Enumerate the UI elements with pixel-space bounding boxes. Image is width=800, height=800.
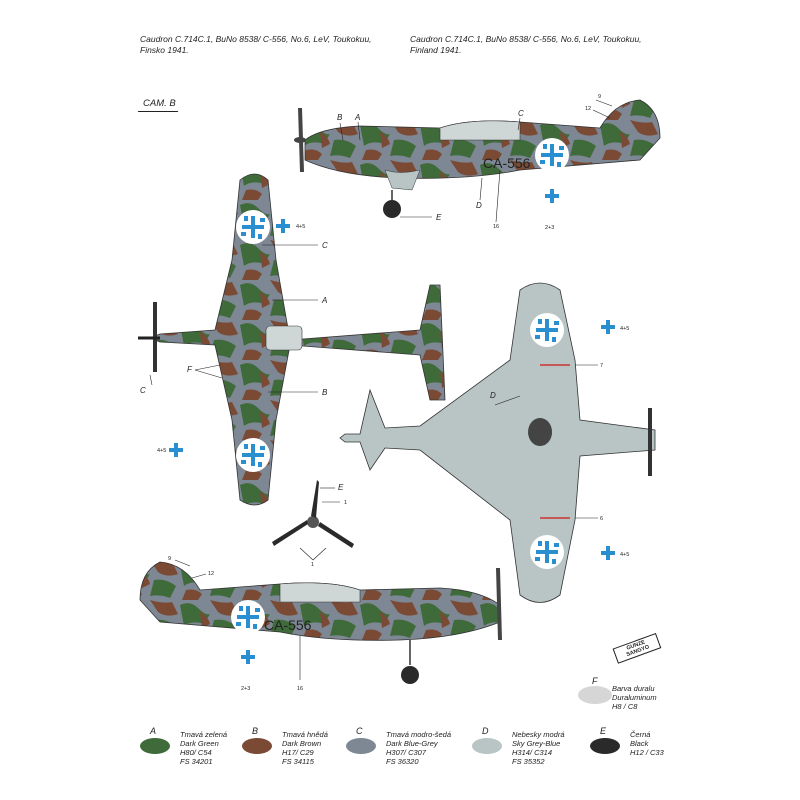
callout-9-top: 9 bbox=[598, 94, 601, 100]
legend-swatch bbox=[346, 738, 376, 754]
callout-f-plan: F bbox=[187, 365, 193, 374]
propeller-front-view bbox=[272, 480, 354, 548]
callout-9-bottom: 9 bbox=[168, 556, 171, 562]
plan-view-under bbox=[339, 282, 656, 603]
callout-1-prop-bottom: 1 bbox=[311, 562, 314, 568]
legend-swatch bbox=[242, 738, 272, 754]
legend-item-a: A Tmavá zelená Dark Green H80/ C54 FS 34… bbox=[140, 726, 280, 786]
callout-a-plan: A bbox=[321, 296, 327, 305]
side-profile-top: CA-556 bbox=[294, 99, 661, 218]
callout-45-under-bottom: 4+5 bbox=[620, 552, 629, 558]
legend-swatch bbox=[590, 738, 620, 754]
legend-letter: F bbox=[592, 676, 598, 686]
legend-item-c: C Tmavá modro-šedá Dark Blue-Grey H307/ … bbox=[346, 726, 486, 786]
legend-swatch bbox=[578, 686, 612, 704]
callout-45-under-top: 4+5 bbox=[620, 326, 629, 332]
side-profile-bottom: CA-556 bbox=[139, 561, 502, 684]
callout-d-top: D bbox=[476, 201, 482, 210]
callout-c-spinner: C bbox=[140, 386, 146, 395]
side-registration-bottom: CA-556 bbox=[264, 617, 312, 633]
callout-b-plan: B bbox=[322, 388, 328, 397]
camo-scheme-label: CAM. B bbox=[143, 98, 176, 109]
plan-view-upper bbox=[138, 173, 446, 506]
callout-d-under: D bbox=[490, 391, 496, 400]
side-registration-top: CA-556 bbox=[483, 155, 531, 171]
leader-lines bbox=[149, 99, 613, 680]
legend-item-b: B Tmavá hnědá Dark Brown H17/ C29 FS 341… bbox=[242, 726, 382, 786]
legend-item-e: E Černá Black H12 / C33 bbox=[590, 726, 700, 786]
callout-16-top: 16 bbox=[493, 224, 499, 230]
callout-c-plan: C bbox=[322, 241, 328, 250]
header-left-caption: Caudron C.714C.1, BuNo 8538/ C-556, No.6… bbox=[140, 34, 372, 55]
callout-12-top: 12 bbox=[585, 106, 591, 112]
header-right-caption: Caudron C.714C.1, BuNo 8538/ C-556, No.6… bbox=[410, 34, 642, 55]
callout-e-top: E bbox=[436, 213, 442, 222]
callout-16-bottom: 16 bbox=[297, 686, 303, 692]
callout-b-top: B bbox=[337, 113, 343, 122]
callout-e-prop: E bbox=[338, 483, 344, 492]
callout-a-top: A bbox=[354, 113, 360, 122]
callout-23-top: 2+3 bbox=[545, 225, 554, 231]
legend-swatch bbox=[472, 738, 502, 754]
callout-12-bottom: 12 bbox=[208, 571, 214, 577]
callout-45-upper: 4+5 bbox=[296, 224, 305, 230]
callout-23-bottom: 2+3 bbox=[241, 686, 250, 692]
callout-c-top: C bbox=[518, 109, 524, 118]
callout-7: 7 bbox=[600, 363, 603, 369]
callout-6: 6 bbox=[600, 516, 603, 522]
legend-swatch bbox=[140, 738, 170, 754]
callout-45-plan-lower: 4+5 bbox=[157, 448, 166, 454]
legend-item-d: D Nebesky modrá Sky Grey-Blue H314/ C314… bbox=[472, 726, 612, 786]
legend-item-f: F Barva duralu Duraluminum H8 / C8 bbox=[576, 676, 696, 726]
callout-1-prop: 1 bbox=[344, 500, 347, 506]
